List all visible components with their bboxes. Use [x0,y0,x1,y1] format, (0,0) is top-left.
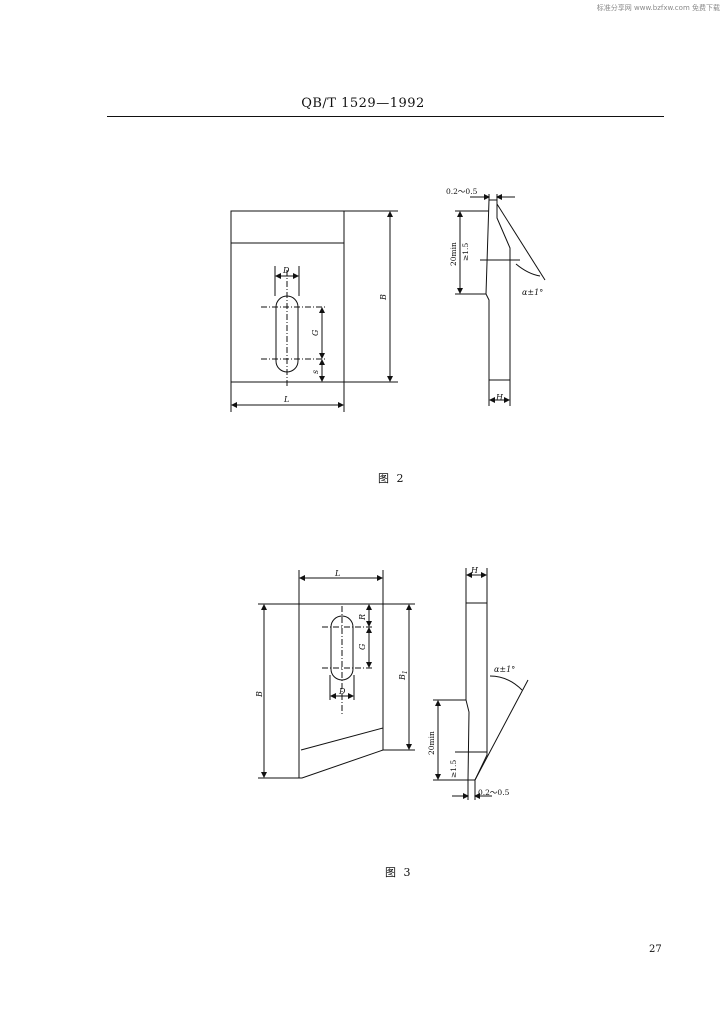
fig2-label-gap: 0.2～0.5 [446,187,478,196]
fig2-label-s: s [311,370,320,374]
fig3-label-geq: ≥1.5 [449,760,458,778]
fig3-label-B: B [255,691,264,698]
page-number: 27 [649,944,662,955]
figure3-front-view [258,570,415,779]
fig3-angle-arc [489,675,523,691]
header-rule [107,116,664,117]
fig3-label-L: L [334,569,340,578]
fig3-label-D: D [338,687,346,696]
fig3-label-R: R [358,614,367,621]
fig3-label-min: 20min [427,731,436,755]
fig3-label-B1: B1 [398,670,409,681]
figure3-caption: 图 3 [385,866,413,879]
fig3-label-gap: 0.2～0.5 [478,788,510,797]
fig2-label-G: G [311,329,320,336]
fig3-slot [330,615,354,681]
fig2-label-geq: ≥1.5 [461,243,470,261]
figure2-front-view [230,210,398,412]
fig3-label-H: H [470,566,479,575]
fig2-label-D: D [282,266,290,275]
watermark-text: 标准分享网 www.bzfxw.com 免费下载 [596,4,720,12]
fig2-label-min: 20min [449,242,458,266]
fig3-bevel-line [300,727,384,751]
figure2-side-view [455,194,546,406]
fig2-label-alpha: α±1° [522,288,543,297]
fig3-label-G: G [358,643,367,650]
fig2-label-H: H [495,393,504,402]
fig2-side-profile [485,199,511,381]
figure2-caption: 图 2 [378,472,406,485]
standard-code-header: QB/T 1529—1992 [301,96,425,111]
figure3-side-view [433,568,529,800]
fig3-side-profile [465,602,488,781]
fig2-label-B: B [379,294,388,301]
fig2-slot [275,295,299,373]
fig2-angle-arc [515,263,541,277]
fig2-label-L: L [283,395,289,404]
fig3-label-alpha: α±1° [494,665,515,674]
